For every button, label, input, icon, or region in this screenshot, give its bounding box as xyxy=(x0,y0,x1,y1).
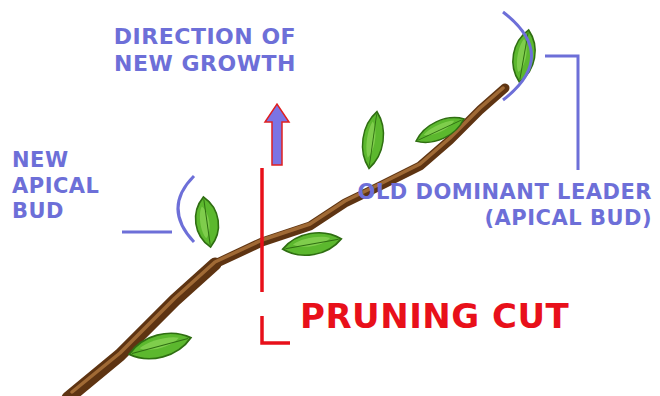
branch xyxy=(68,88,505,396)
leaf xyxy=(359,110,387,169)
leader-line xyxy=(545,56,578,170)
bracket xyxy=(503,12,532,100)
leaf xyxy=(281,228,343,259)
leaf xyxy=(412,111,467,150)
leaf xyxy=(509,28,539,84)
leader-label: OLD DOMINANT LEADER (APICAL BUD) xyxy=(352,180,652,231)
leader-line xyxy=(122,231,172,234)
growth-direction-label: DIRECTION OF NEW GROWTH xyxy=(92,24,318,78)
leaf xyxy=(126,327,193,365)
cut-line xyxy=(260,168,264,292)
cut-label: PRUNING CUT xyxy=(300,296,569,337)
branch-highlight xyxy=(72,88,503,392)
bracket xyxy=(178,176,194,242)
bud-label: NEW APICAL BUD xyxy=(12,148,100,225)
leaf xyxy=(192,195,221,248)
cut-marker xyxy=(262,316,290,343)
growth-arrow xyxy=(265,104,289,165)
